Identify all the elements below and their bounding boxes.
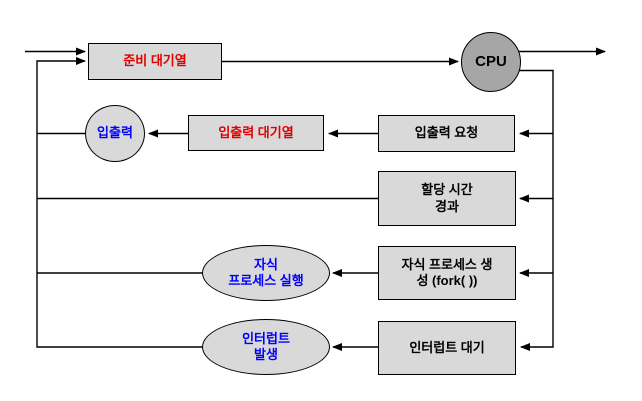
child-process-exec-node: 자식 프로세스 실행 — [202, 245, 330, 301]
ready-queue-node: 준비 대기열 — [88, 43, 222, 80]
fork-node: 자식 프로세스 생 성 (fork( )) — [378, 246, 516, 300]
edge-cpu-right-rail — [516, 69, 554, 351]
io-node: 입출력 — [85, 105, 145, 162]
cpu-node: CPU — [461, 32, 521, 92]
interrupt-wait-node: 인터럽트 대기 — [378, 321, 516, 375]
interrupt-occur-node: 인터럽트 발생 — [202, 319, 330, 375]
io-queue-node: 입출력 대기열 — [188, 115, 324, 151]
io-request-node: 입출력 요청 — [378, 115, 515, 152]
time-slice-expired-node: 할당 시간 경과 — [378, 171, 516, 226]
edge-left-loopback — [36, 57, 210, 348]
